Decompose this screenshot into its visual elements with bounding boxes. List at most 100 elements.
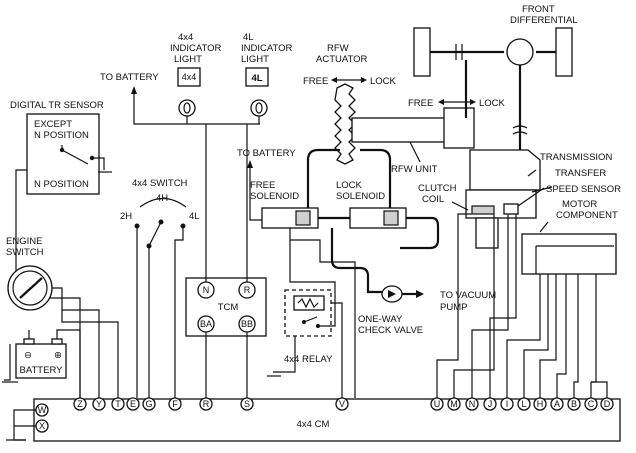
pin-g: G [145,399,152,409]
lock-mid-label: LOCK [479,98,506,109]
pin-e: E [130,399,136,409]
tcm-pin-bb: BB [241,319,253,329]
pin-b: B [571,399,577,409]
speed-sensor-icon [503,203,519,215]
rfw-unit-body [443,107,475,149]
tr-wire-left [15,169,27,178]
pin-d: D [604,399,611,409]
motor-component-box [521,233,617,275]
cm-bottom-pins: Z Y T E G F R S V U M N J I L H A B C D [73,397,614,411]
pin-y: Y [96,399,102,409]
indicator-4l-label-3: LIGHT [241,54,269,65]
pin-s: S [244,399,250,409]
tcm-pin-n: N [203,285,210,295]
transfer-output [475,217,499,249]
cm-label: 4x4 CM [297,419,330,430]
pin-i: I [506,399,509,409]
to-vacuum-label: TO VACUUM [440,290,496,301]
indicator-4x4-label-3: LIGHT [174,54,202,65]
rfw-unit-label: RFW UNIT [391,164,438,175]
rfw-actuator-label-2: ACTUATOR [316,54,368,65]
pin-w-label: W [38,405,47,415]
vacuum-tube-free [306,148,340,190]
vacuum-tube-lock [360,148,392,190]
svg-text:⊖: ⊖ [24,350,32,361]
indicator-4x4-glyph: 4x4 [182,72,197,82]
to-battery-mid-label: TO BATTERY [237,148,296,159]
engine-switch-label: ENGINE [6,236,42,247]
pin-n: N [469,399,476,409]
pin-h: H [537,399,544,409]
relay-label: 4x4 RELAY [284,354,333,365]
to-battery-top-arrow [131,86,137,94]
clutch-coil-icon [471,205,495,215]
engine-wire-t [61,310,119,398]
rfw-actuator-icon [334,83,356,165]
wheel-left [413,27,431,77]
clutch-coil-label: CLUTCH [418,183,457,194]
switch-pos-2h: 2H [120,211,132,222]
svg-text:⊕: ⊕ [54,350,62,361]
pin-u: U [434,399,441,409]
free-solenoid-label: FREE [250,180,275,191]
front-diff-label: FRONT [522,4,555,15]
pin-a: A [554,399,560,409]
to-battery-top-label: TO BATTERY [100,72,159,83]
check-valve-label: ONE-WAY [358,314,403,325]
engine-switch-label-2: SWITCH [6,247,44,258]
battery-box [15,343,67,379]
pin-z: Z [77,399,83,409]
tr-npos-label: N POSITION [34,179,89,190]
tr-sensor-box [26,113,100,195]
free-top-label: FREE [303,76,328,87]
indicator-4x4-label: 4x4 [178,32,193,43]
transfer-label: TRANSFER [555,168,606,179]
indicator-4l-label: 4L [243,32,254,43]
tcm-label: TCM [218,302,239,313]
lock-solenoid-label: LOCK [336,180,363,191]
free-solenoid-label-2: SOLENOID [250,191,299,202]
indicator-supply-wire [133,94,260,125]
wheel-right [555,27,573,77]
front-diff-icon [506,38,534,66]
engine-switch-key [19,277,43,299]
pin-v: V [339,399,345,409]
ground-wire-wx [13,409,36,441]
pin-c: C [588,399,595,409]
switch-pos-4l: 4L [189,211,200,222]
lock-top-label: LOCK [370,76,397,87]
tr-except-npos-label: N POSITION [34,130,89,141]
transmission-body [469,149,541,191]
pin-x-label: X [39,421,45,431]
rfw-actuator-label: RFW [327,43,349,54]
front-diff-label-2: DIFFERENTIAL [510,15,578,26]
battery-label: BATTERY [20,365,64,376]
indicator-4l-icon [245,67,269,87]
pin-t: T [115,399,121,409]
switch-arc [139,197,187,208]
indicator-4l-label-2: INDICATOR [241,43,293,54]
vacuum-line-to-valve [330,228,382,294]
to-vacuum-label-2: PUMP [440,302,467,313]
free-mid-label: FREE [408,98,433,109]
pin-l: L [521,399,526,409]
transmission-label: TRANSMISSION [540,152,612,163]
indicator-4l-glyph: 4L [251,73,262,84]
motor-component-label-2: COMPONENT [556,210,618,221]
motor-component-label: MOTOR [562,199,597,210]
switch-4x4-label: 4x4 SWITCH [132,178,188,189]
pin-m: M [450,399,458,409]
switch-arm [148,223,161,247]
clutch-coil-label-2: COIL [422,194,444,205]
tcm-pin-r: R [244,285,251,295]
lock-solenoid-label-2: SOLENOID [336,191,385,202]
switch-wire-f [174,226,184,398]
cm-left-pins: W X [35,403,49,433]
digital-tr-sensor-label: DIGITAL TR SENSOR [10,100,104,111]
check-valve-label-2: CHECK VALVE [358,325,423,336]
tcm-pin-ba: BA [200,319,212,329]
tr-ground-wire [94,157,105,170]
pin-r: R [203,399,210,409]
pin-f: F [172,399,178,409]
